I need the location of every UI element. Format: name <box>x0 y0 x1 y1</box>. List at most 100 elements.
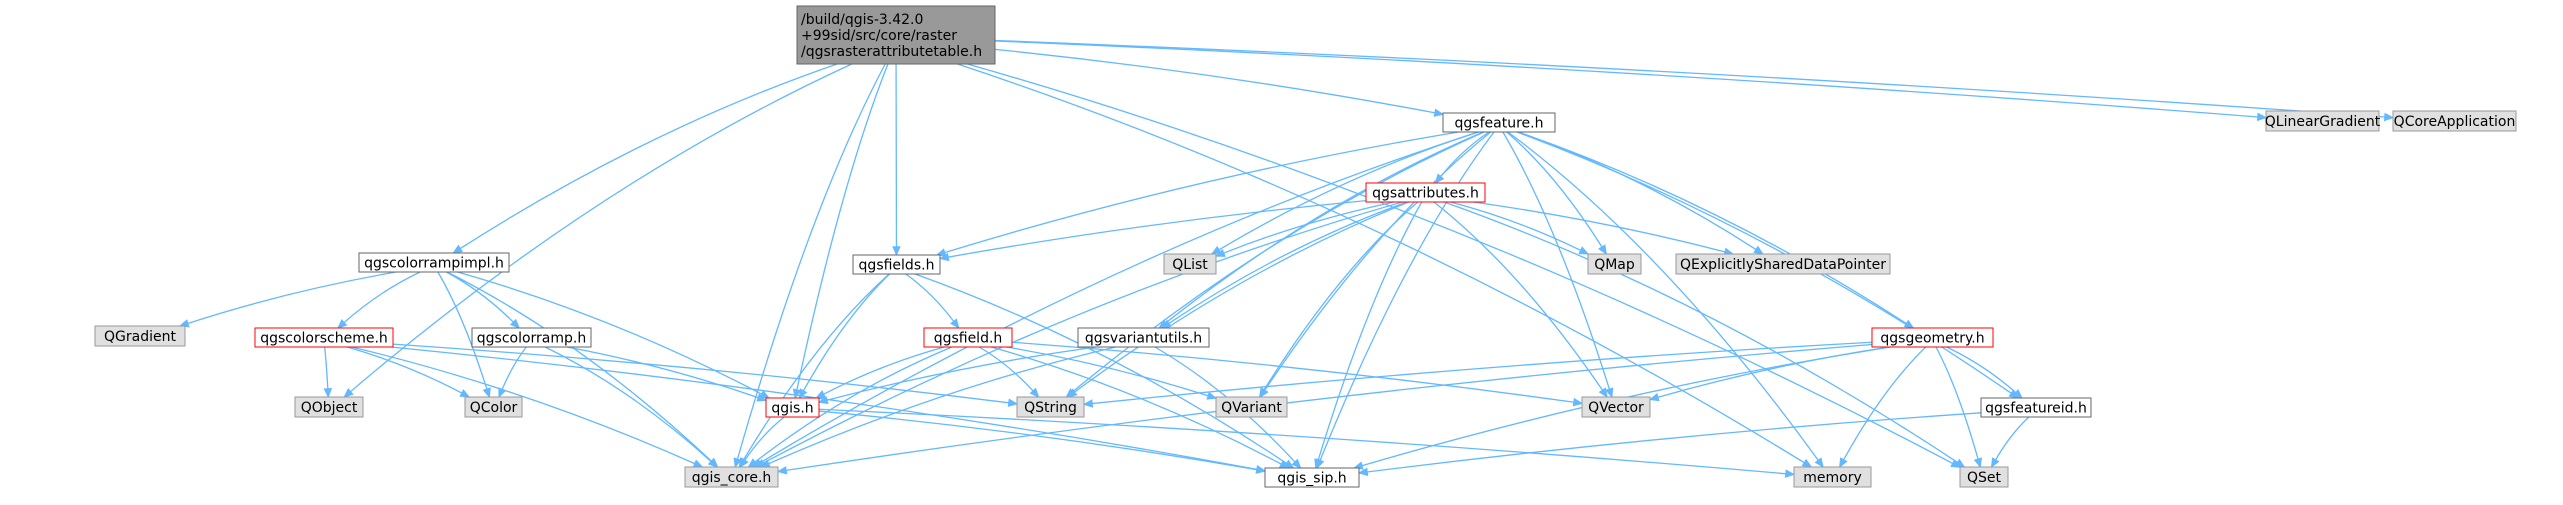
node-qgsfeature[interactable]: qgsfeature.h <box>1442 112 1556 133</box>
node-label: QGradient <box>104 329 176 345</box>
node-label: QList <box>1172 257 1208 273</box>
graph-nodes: /build/qgis-3.42.0+99sid/src/core/raster… <box>94 5 2517 488</box>
edge-qgscolorramp-to-qgis_core <box>544 346 712 463</box>
node-qgsattributes[interactable]: qgsattributes.h <box>1365 182 1486 203</box>
edge-qgscolorscheme-to-qgis_core <box>351 346 696 465</box>
edge-arrowhead <box>1598 244 1608 256</box>
node-label: QExplicitlySharedDataPointer <box>1680 257 1886 273</box>
node-label: qgsgeometry.h <box>1880 331 1984 347</box>
edge-qgsgeometry-to-memory <box>1842 346 1927 461</box>
node-qgsfeatureid[interactable]: qgsfeatureid.h <box>1980 397 2092 418</box>
edge-arrowhead <box>498 387 507 399</box>
node-qvector: QVector <box>1581 396 1651 418</box>
node-box <box>1871 327 1994 348</box>
node-box <box>294 396 364 418</box>
node-root[interactable]: /build/qgis-3.42.0+99sid/src/core/raster… <box>796 5 996 65</box>
node-box <box>1215 396 1288 418</box>
node-box <box>765 397 820 418</box>
edge-qgsfield-to-qgis <box>823 346 945 395</box>
node-label: QSet <box>1967 470 2002 486</box>
node-qgscolorscheme[interactable]: qgscolorscheme.h <box>254 327 394 348</box>
node-qgradient: QGradient <box>94 325 186 347</box>
edge-qgsfeature-to-qexplicit <box>1517 131 1757 251</box>
edge-qgsfeatureid-to-qset <box>1994 416 2030 461</box>
node-box <box>684 466 779 488</box>
edge-qgsfeature-to-qgsvariantutils <box>1165 131 1484 324</box>
edge-qgsfeature-to-qmap <box>1506 131 1603 248</box>
edge-arrowhead <box>1255 465 1267 474</box>
edge-arrowhead <box>1082 399 1094 408</box>
node-box <box>796 5 996 65</box>
edge-qgsgeometry-to-qgsfeatureid <box>1946 346 2017 394</box>
edge-root-to-qobject <box>349 63 853 393</box>
edge-arrowhead <box>1753 245 1765 255</box>
edge-qgsfeature-to-qgis_core <box>759 131 1479 464</box>
edge-qgscolorrampimpl-to-qcolor <box>437 271 488 390</box>
edge-arrowhead <box>733 457 742 469</box>
node-label: QCoreApplication <box>2394 114 2516 130</box>
edge-qgsattributes-to-qgis_core <box>762 201 1403 464</box>
edge-arrowhead <box>1291 458 1302 469</box>
edge-qgsattributes-to-qlist <box>1223 201 1395 254</box>
edge-qgsfeature-to-qgsgeometry <box>1517 131 1907 325</box>
node-qobject: QObject <box>294 396 364 418</box>
node-label: QString <box>1024 400 1077 416</box>
edge-qgis-to-qgis_sip <box>818 410 1258 471</box>
node-qgsfields[interactable]: qgsfields.h <box>852 254 941 275</box>
edge-arrowhead <box>1801 458 1813 468</box>
edge-arrowhead <box>739 457 749 469</box>
edge-qgsattributes-to-qvariant <box>1263 201 1419 391</box>
edge-qgsfeature-to-qvector <box>1502 131 1611 390</box>
edge-arrowhead <box>1973 457 1983 469</box>
edge-arrowhead <box>1066 388 1078 398</box>
edge-qgsfeatureid-to-qgis_sip <box>1366 412 1982 473</box>
node-label: QVector <box>1588 400 1644 416</box>
node-box <box>1675 253 1891 275</box>
node-label: qgis_sip.h <box>1277 471 1346 487</box>
edge-arrowhead <box>1314 458 1323 470</box>
edge-arrowhead <box>1007 398 1019 407</box>
edge-arrowhead <box>1784 469 1796 478</box>
node-box <box>358 252 510 273</box>
node-qcoreapplication: QCoreApplication <box>2392 110 2517 132</box>
node-qgscolorramp[interactable]: qgscolorramp.h <box>471 327 592 348</box>
edge-qgsfield-to-qvector <box>1011 341 1575 403</box>
edge-qgsfields-to-qgis_core <box>742 273 890 461</box>
node-qgsgeometry[interactable]: qgsgeometry.h <box>1871 327 1994 348</box>
edge-qgsfeature-to-qstring <box>1072 131 1485 393</box>
node-box <box>1077 327 1210 348</box>
node-box <box>1365 182 1486 203</box>
node-label: qgscolorrampimpl.h <box>364 256 504 272</box>
edge-qgsfield-to-qvariant <box>1006 346 1209 397</box>
node-label: qgsfields.h <box>859 258 935 274</box>
edge-qgscolorscheme-to-qcolor <box>346 346 463 394</box>
node-label: +99sid/src/core/raster <box>801 28 957 44</box>
node-box <box>923 327 1013 348</box>
node-label: qgscolorscheme.h <box>260 331 388 347</box>
edge-qgsattributes-to-qgsvariantutils <box>1168 201 1408 325</box>
edge-arrowhead <box>1839 457 1848 469</box>
node-qgscolorrampimpl[interactable]: qgscolorrampimpl.h <box>358 252 510 273</box>
edge-qgsfeature-to-qvariant <box>1264 131 1492 391</box>
node-qgis[interactable]: qgis.h <box>765 397 820 418</box>
node-label: qgsfield.h <box>934 331 1003 347</box>
node-qmap: QMap <box>1587 253 1642 275</box>
node-qgsvariantutils[interactable]: qgsvariantutils.h <box>1077 327 1210 348</box>
node-label: QObject <box>301 400 358 416</box>
edge-arrowhead <box>1990 457 2000 469</box>
node-qgis_sip[interactable]: qgis_sip.h <box>1264 467 1360 488</box>
node-box <box>1442 112 1556 133</box>
node-label: QColor <box>470 400 518 416</box>
edge-root-to-qgscolorrampimpl <box>459 63 838 250</box>
node-box <box>254 327 394 348</box>
edge-arrowhead <box>1357 467 1369 477</box>
edge-arrowhead <box>776 466 788 475</box>
edge-arrowhead <box>759 390 771 399</box>
node-box <box>94 325 186 347</box>
node-label: QMap <box>1594 257 1635 273</box>
edge-qgscolorramp-to-qcolor <box>501 346 527 390</box>
node-qgsfield[interactable]: qgsfield.h <box>923 327 1013 348</box>
edge-qgsattributes-to-qgis_sip <box>1317 201 1423 461</box>
node-label: qgscolorramp.h <box>477 331 586 347</box>
edge-qgscolorramp-to-qgis <box>566 346 759 399</box>
